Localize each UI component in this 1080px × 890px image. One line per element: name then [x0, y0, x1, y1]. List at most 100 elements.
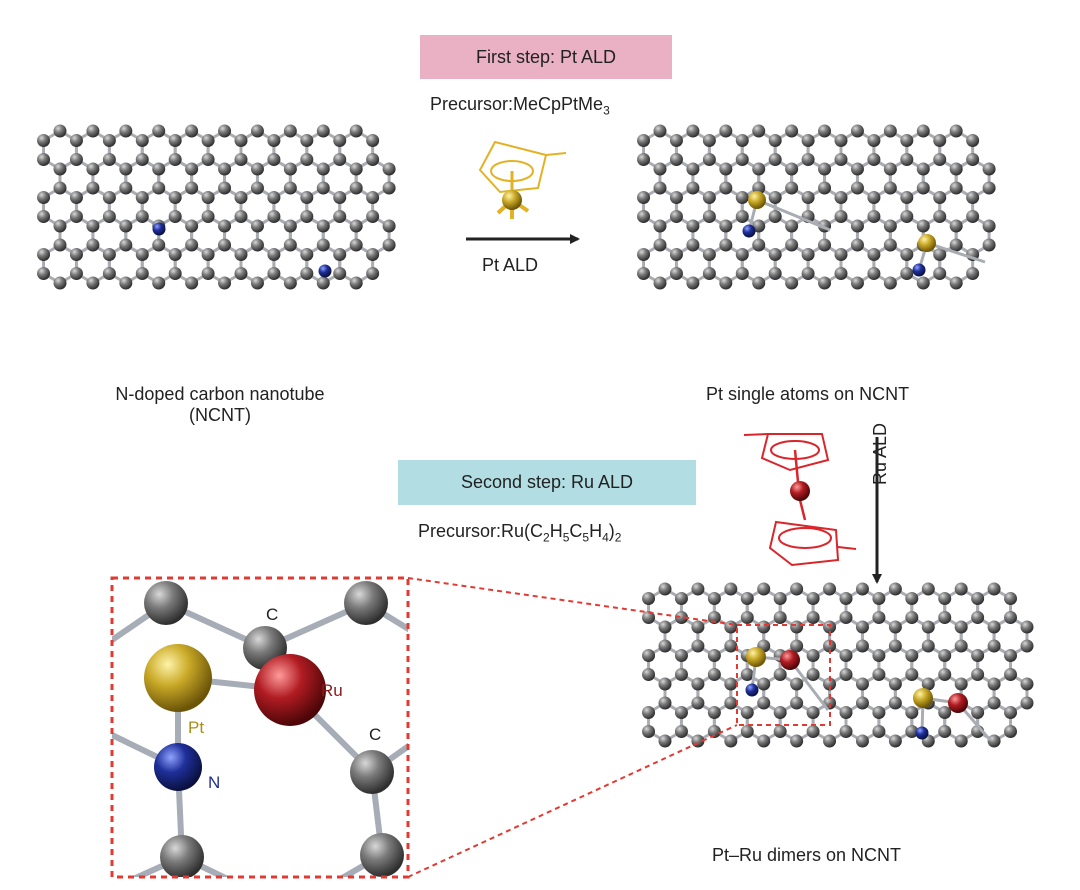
- carbon-atom: [971, 706, 985, 719]
- carbon-atom: [867, 191, 881, 204]
- carbon-atom: [966, 267, 980, 280]
- carbon-atom: [674, 649, 688, 662]
- carbon-atom: [669, 153, 683, 166]
- carbon-atom: [818, 162, 832, 176]
- carbon-atom: [135, 248, 149, 261]
- carbon-atom: [637, 267, 651, 280]
- carbon-atom: [757, 677, 771, 691]
- carbon-atom: [905, 649, 919, 662]
- carbon-atom: [916, 276, 930, 290]
- carbon-atom: [971, 668, 985, 681]
- carbon-atom: [653, 124, 667, 138]
- carbon-atom: [686, 181, 700, 195]
- carbon-atom: [905, 611, 919, 624]
- carbon-atom: [719, 238, 733, 252]
- carbon-atom: [637, 191, 651, 204]
- carbon-atom: [316, 181, 330, 195]
- carbon-atom: [658, 696, 672, 710]
- carbon-atom: [1020, 639, 1034, 653]
- platinum-atom: [746, 647, 766, 667]
- carbon-atom: [987, 639, 1001, 653]
- carbon-atom: [818, 238, 832, 252]
- carbon-atom: [790, 734, 804, 748]
- carbon-atom: [658, 582, 672, 596]
- pt-precursor-text: Precursor:MeCpPtMe: [430, 94, 604, 114]
- carbon-atom: [757, 582, 771, 596]
- carbon-atom: [349, 181, 363, 195]
- carbon-atom: [707, 668, 721, 681]
- carbon-atom: [53, 181, 67, 195]
- zoom-inset: [110, 576, 410, 879]
- carbon-atom: [119, 219, 133, 233]
- carbon-atom: [724, 677, 738, 691]
- carbon-atom: [218, 162, 232, 176]
- carbon-atom: [267, 210, 281, 223]
- carbon-atom: [300, 191, 314, 204]
- carbon-atom: [674, 611, 688, 624]
- carbon-atom: [938, 706, 952, 719]
- carbon-atom: [218, 219, 232, 233]
- carbon-atom: [719, 181, 733, 195]
- carbon-atom: [37, 267, 51, 280]
- carbon-atom: [966, 210, 980, 223]
- carbon-atom: [773, 611, 787, 624]
- carbon-atom: [724, 734, 738, 748]
- carbon-atom: [316, 238, 330, 252]
- inset-carbon-atom: [344, 581, 388, 625]
- carbon-atom: [283, 162, 297, 176]
- nitrogen-atom: [915, 726, 929, 740]
- carbon-atom: [702, 267, 716, 280]
- carbon-atom: [168, 248, 182, 261]
- formula-text: Precursor:Ru(C: [418, 521, 544, 541]
- carbon-atom: [768, 267, 782, 280]
- carbon-atom: [900, 134, 914, 147]
- carbon-atom: [966, 153, 980, 166]
- carbon-atom: [669, 191, 683, 204]
- first-step-banner: First step: Pt ALD: [420, 35, 672, 79]
- carbon-atom: [135, 267, 149, 280]
- carbon-atom: [366, 248, 380, 261]
- carbon-atom: [735, 210, 749, 223]
- carbon-atom: [790, 696, 804, 710]
- carbon-atom: [834, 134, 848, 147]
- carbon-atom: [740, 706, 754, 719]
- carbon-atom: [757, 734, 771, 748]
- carbon-atom: [752, 162, 766, 176]
- carbon-atom: [867, 267, 881, 280]
- carbon-atom: [752, 124, 766, 138]
- carbon-atom: [234, 153, 248, 166]
- carbon-atom: [867, 153, 881, 166]
- carbon-atom: [686, 162, 700, 176]
- inset-n-atom: [154, 743, 202, 791]
- inset-label-c-right: C: [369, 725, 382, 744]
- carbon-atom: [933, 210, 947, 223]
- carbon-atom: [669, 267, 683, 280]
- carbon-atom: [872, 706, 886, 719]
- carbon-atom: [971, 649, 985, 662]
- carbon-atom: [724, 696, 738, 710]
- carbon-atom: [102, 210, 116, 223]
- carbon-atom: [267, 134, 281, 147]
- carbon-atom: [916, 162, 930, 176]
- carbon-atom: [218, 181, 232, 195]
- carbon-atom: [702, 248, 716, 261]
- formula-text: H: [549, 521, 563, 541]
- carbon-atom: [740, 611, 754, 624]
- carbon-atom: [938, 668, 952, 681]
- carbon-atom: [250, 238, 264, 252]
- carbon-atom: [283, 124, 297, 138]
- carbon-atom: [658, 639, 672, 653]
- formula-text: ): [608, 521, 615, 541]
- carbon-atom: [883, 219, 897, 233]
- carbon-atom: [86, 238, 100, 252]
- carbon-atom: [1004, 649, 1018, 662]
- carbon-atom: [949, 219, 963, 233]
- carbon-atom: [724, 620, 738, 634]
- carbon-atom: [185, 219, 199, 233]
- carbon-atom: [201, 153, 215, 166]
- carbon-atom: [987, 620, 1001, 634]
- carbon-atom: [949, 181, 963, 195]
- carbon-atom: [349, 276, 363, 290]
- ru-atom-icon: [790, 481, 810, 501]
